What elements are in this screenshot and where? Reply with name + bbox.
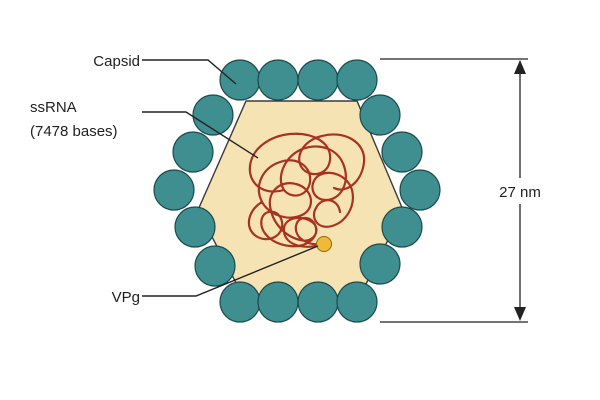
- ssrna-strand: [247, 132, 366, 248]
- ssrna-length-label: (7478 bases): [30, 123, 118, 140]
- capsomere: [297, 281, 339, 323]
- dimension-arrow-up-icon: [514, 60, 526, 74]
- capsomere: [174, 206, 216, 248]
- capsomere: [297, 59, 339, 101]
- capsomere: [336, 281, 378, 323]
- capsomere: [192, 94, 234, 136]
- vpg-label: VPg: [112, 289, 140, 306]
- capsid-label: Capsid: [93, 53, 140, 70]
- capsomere: [153, 169, 195, 211]
- capsomere: [359, 243, 401, 285]
- capsid-capsomeres: [153, 59, 441, 323]
- capsomere: [399, 169, 441, 211]
- dimension-label: 27 nm: [499, 184, 541, 201]
- capsomere: [359, 94, 401, 136]
- capsomere: [257, 59, 299, 101]
- vpg-protein: [316, 236, 332, 252]
- capsomere: [172, 131, 214, 173]
- capsomere: [219, 281, 261, 323]
- capsomere: [336, 59, 378, 101]
- ssrna-leader-line: [142, 111, 259, 159]
- vpg-leader-line: [142, 245, 319, 297]
- capsomere: [194, 245, 236, 287]
- capsomere: [381, 206, 423, 248]
- ssrna-label: ssRNA: [30, 99, 77, 116]
- dimension-indicator: [380, 58, 528, 323]
- capsomere: [381, 131, 423, 173]
- capsomere: [257, 281, 299, 323]
- dimension-arrow-down-icon: [514, 307, 526, 321]
- capsomere: [219, 59, 261, 101]
- capsid-leader-line: [142, 59, 237, 85]
